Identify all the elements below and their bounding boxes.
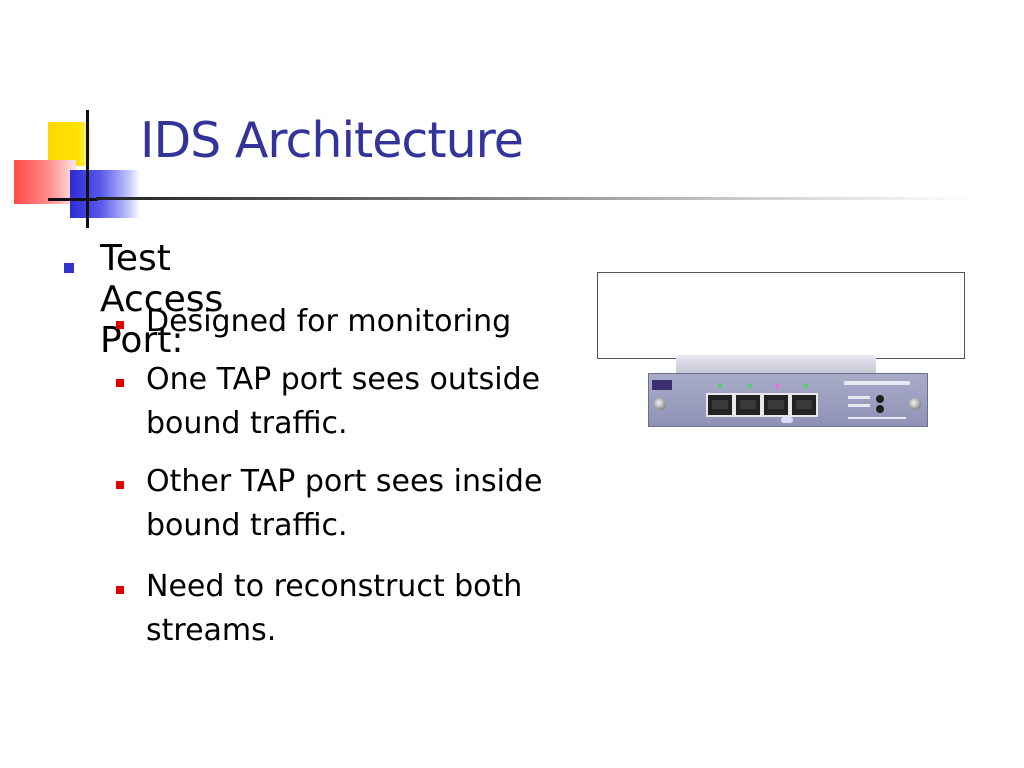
led-icon <box>775 384 779 388</box>
bullet-marker <box>64 263 74 273</box>
sub-bullet-line: One TAP port sees outside <box>146 362 541 397</box>
sub-bullet-marker <box>116 481 124 489</box>
corner-decoration-icon <box>0 100 160 230</box>
sub-bullet-outside-traffic: One TAP port sees outside bound traffic. <box>146 358 626 446</box>
sub-bullet-marker <box>116 379 124 387</box>
led-icon <box>718 384 722 388</box>
sub-bullet-line: bound traffic. <box>146 406 348 441</box>
sub-bullet-reconstruct-streams: Need to reconstruct both streams. <box>146 565 626 653</box>
sub-bullet-marker <box>116 586 124 594</box>
ethernet-port-icon <box>762 393 790 417</box>
sub-bullet-line: Need to reconstruct both <box>146 569 523 604</box>
device-top-panel <box>676 355 876 375</box>
sub-bullet-inside-traffic: Other TAP port sees inside bound traffic… <box>146 460 626 548</box>
ethernet-port-icon <box>790 393 818 417</box>
sub-bullet-marker <box>116 321 124 329</box>
red-square <box>14 160 76 204</box>
ethernet-port-icon <box>706 393 734 417</box>
device-label-strip <box>844 381 910 385</box>
device-badge-icon <box>781 417 793 423</box>
yellow-square <box>48 122 90 166</box>
sub-bullet-designed-for-monitoring: Designed for monitoring <box>146 300 626 344</box>
screw-icon <box>909 398 921 410</box>
led-icon <box>804 384 808 388</box>
device-label-line <box>848 404 870 407</box>
screw-icon <box>654 398 666 410</box>
slide-title: IDS Architecture <box>140 112 524 169</box>
device-label-line <box>848 396 870 399</box>
led-icon <box>748 384 752 388</box>
empty-callout-box <box>597 272 965 359</box>
sub-bullet-line: streams. <box>146 613 277 648</box>
device-indicator-icon <box>876 405 884 413</box>
sub-bullet-line: bound traffic. <box>146 508 348 543</box>
device-indicator-icon <box>876 395 884 403</box>
sub-bullet-line: Designed for monitoring <box>146 304 512 339</box>
device-footer-strip <box>848 417 906 419</box>
ethernet-tap-device-icon <box>648 355 928 427</box>
title-underline <box>96 197 976 200</box>
device-logo <box>652 380 672 390</box>
sub-bullet-line: Other TAP port sees inside <box>146 464 543 499</box>
bullet-test-access-port: Test Access Port: <box>100 238 224 361</box>
decoration-vertical-line <box>86 110 89 228</box>
ethernet-port-icon <box>734 393 762 417</box>
decoration-horizontal-line <box>48 198 98 201</box>
blue-square <box>70 170 140 218</box>
